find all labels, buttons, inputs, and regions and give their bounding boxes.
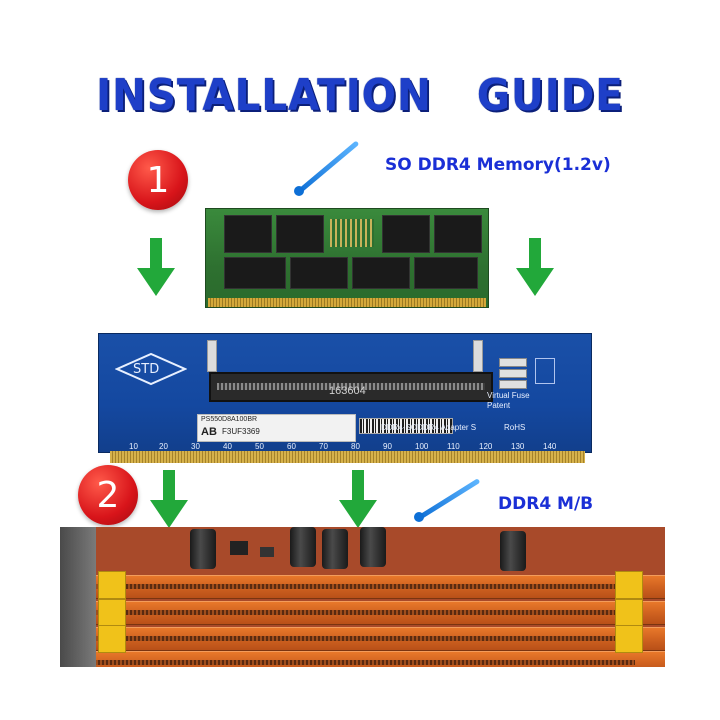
- guide-title: INSTALLATION GUIDE: [96, 70, 624, 121]
- adapter-model-text: DDR4-SODDR4 Adapter S: [381, 423, 477, 432]
- scale-tick: 30: [191, 442, 200, 451]
- scale-tick: 20: [159, 442, 168, 451]
- scale-tick: 100: [415, 442, 429, 451]
- barcode: [359, 418, 453, 434]
- scale-tick: 40: [223, 442, 232, 451]
- step-2-pointer-icon: [416, 478, 481, 521]
- down-arrow-icon: [137, 238, 175, 296]
- motherboard-photo: [60, 527, 665, 667]
- slot-number: 163604: [329, 385, 366, 397]
- scale-tick: 60: [287, 442, 296, 451]
- sticker-code: AB: [201, 426, 217, 438]
- scale-tick: 120: [479, 442, 493, 451]
- scale-tick: 80: [351, 442, 360, 451]
- std-logo-text: STD: [133, 362, 160, 377]
- step-2-badge: 2: [78, 465, 138, 525]
- scale-tick: 50: [255, 442, 264, 451]
- adapter-gold-pins: [110, 451, 585, 463]
- step-1-pointer-icon: [296, 140, 360, 195]
- down-arrow-icon: [516, 238, 554, 296]
- sticker-serial: PS550D8A100BR: [201, 416, 258, 423]
- down-arrow-icon: [339, 470, 377, 528]
- so-dimm-slot: 163604: [209, 372, 493, 402]
- sticker-lot: F3UF3369: [222, 427, 260, 436]
- step-2-number: 2: [96, 474, 120, 516]
- scale-tick: 10: [129, 442, 138, 451]
- step-1-pointer-dot: [294, 186, 304, 196]
- so-dimm-memory-module: [205, 208, 489, 308]
- scale-tick: 110: [447, 442, 460, 451]
- scale-tick: 70: [319, 442, 328, 451]
- ddr4-adapter-board: STD 163604 PS550D8A100BR AB F3UF3369 DDR…: [98, 333, 592, 453]
- scale-tick: 140: [543, 442, 557, 451]
- step-2-pointer-dot: [414, 512, 424, 522]
- serial-sticker: PS550D8A100BR AB F3UF3369: [197, 414, 356, 442]
- std-logo-icon: [115, 352, 187, 386]
- fuse-text-2: Patent: [487, 401, 511, 410]
- down-arrow-icon: [150, 470, 188, 528]
- scale-tick: 130: [511, 442, 525, 451]
- step-1-number: 1: [146, 159, 170, 201]
- fuse-text-1: Virtual Fuse: [487, 391, 530, 400]
- step-1-badge: 1: [128, 150, 188, 210]
- step-2-label: DDR4 M/B: [498, 494, 594, 514]
- step-1-label: SO DDR4 Memory(1.2v): [385, 155, 611, 175]
- rohs-text: RoHS: [504, 423, 526, 432]
- scale-tick: 90: [383, 442, 392, 451]
